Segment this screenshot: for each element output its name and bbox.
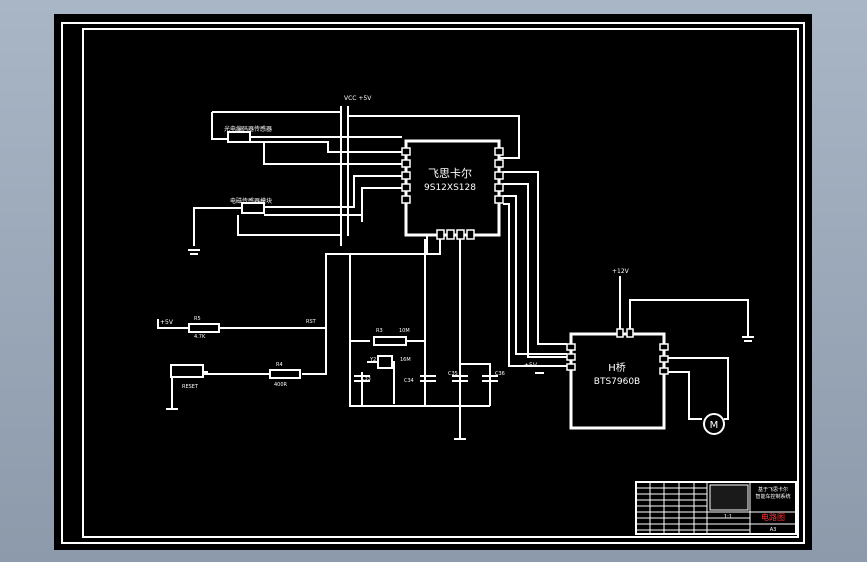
hbridge-chip: H桥 BTS7960B: [566, 328, 669, 430]
sensor1-label: 光电编码器传感器: [224, 125, 272, 133]
rst-label: RST: [306, 319, 317, 325]
y2-label: Y2: [369, 357, 376, 363]
scale-value: 1:1: [724, 514, 732, 520]
inner-frame: [82, 28, 799, 538]
drawing-name: 电路图: [761, 512, 785, 522]
vcc-label: VCC +5V: [344, 95, 372, 102]
wires-mcu-hbridge: [503, 171, 567, 367]
r4-value: 400R: [274, 382, 288, 388]
hbridge-part: BTS7960B: [594, 377, 640, 387]
r3-value: 10M: [399, 328, 410, 334]
wires-sensor1: [250, 136, 402, 165]
plus5v-h-label: +5V: [524, 362, 538, 369]
cap-c33: [354, 375, 370, 382]
cap-c35: [452, 375, 468, 382]
r5-resistor: [188, 323, 220, 333]
c35-label: C35: [448, 371, 458, 377]
c33-label: C33: [361, 376, 371, 382]
hbridge-name: H桥: [608, 362, 626, 374]
schematic-canvas: 飞思卡尔 9S12XS128 H桥 BTS7960B VCC +5V 光电编码器…: [61, 22, 805, 544]
title-line1: 基于飞思卡尔: [758, 486, 788, 493]
c34-label: C34: [404, 378, 414, 384]
r5-value: 4.7K: [194, 334, 206, 340]
plus5v-label: +5V: [160, 319, 174, 326]
mcu-pins-bottom: [436, 229, 475, 240]
motor-symbol: M: [703, 413, 725, 435]
sensor2-label: 电磁传感器模块: [230, 197, 272, 205]
title-block: 基于飞思卡尔 智能车控制系统 电路图 1:1 A3: [635, 481, 797, 535]
title-line2: 智能车控制系统: [755, 493, 790, 500]
r4-label: R4: [276, 362, 283, 368]
freq-label: 16M: [400, 357, 411, 363]
wires-sensor2: [193, 175, 402, 246]
wires-power: [211, 106, 520, 246]
mcu-pins-right: [494, 147, 504, 204]
wires-crystal: [349, 239, 491, 439]
c36-label: C36: [495, 371, 505, 377]
plus12v-label: +12V: [612, 268, 630, 275]
mcu-part: 9S12XS128: [424, 183, 476, 193]
reset-button: [170, 364, 204, 378]
r3-resistor: [373, 336, 407, 346]
motor-label: M: [710, 420, 719, 431]
cap-c34: [420, 375, 436, 382]
cad-viewport[interactable]: 飞思卡尔 9S12XS128 H桥 BTS7960B VCC +5V 光电编码器…: [54, 14, 812, 550]
sheet-size: A3: [770, 527, 777, 533]
r4-resistor: [269, 369, 301, 379]
mcu-name: 飞思卡尔: [428, 167, 472, 180]
r5-label: R5: [194, 316, 201, 322]
mcu-pins-left: [401, 147, 411, 204]
outer-frame: [61, 22, 805, 544]
ground-h: [742, 336, 754, 342]
wires-hbridge-power: [619, 276, 749, 420]
crystal-y2: [377, 355, 393, 369]
reset-label: RESET: [182, 384, 199, 390]
ground-sensor2: [188, 249, 200, 255]
mcu-chip: 飞思卡尔 9S12XS128: [401, 139, 504, 240]
sensor1-connector: [227, 131, 251, 143]
cap-c36: [482, 375, 498, 382]
r3-label: R3: [376, 328, 383, 334]
